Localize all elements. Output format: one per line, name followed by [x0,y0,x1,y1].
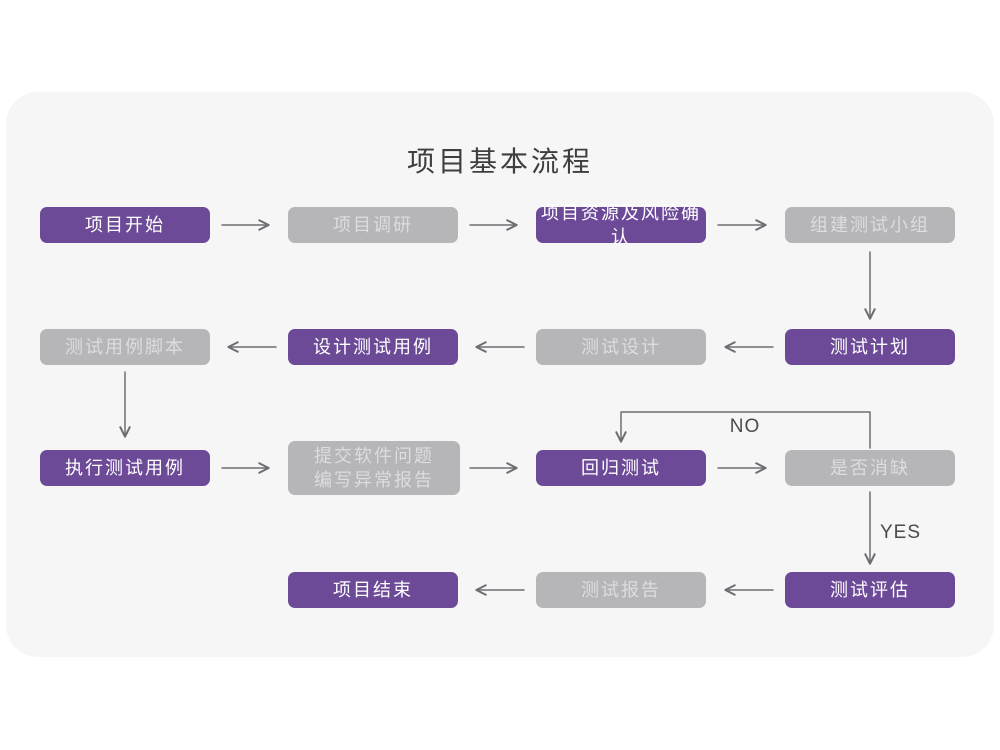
edge-label-yes: YES [880,522,922,543]
flow-node-test-plan: 测试计划 [785,329,955,365]
flow-node-test-case-script: 测试用例脚本 [40,329,210,365]
flow-node-project-end: 项目结束 [288,572,458,608]
flow-node-test-report: 测试报告 [536,572,706,608]
edge-label-no: NO [729,416,761,437]
flow-node-test-design: 测试设计 [536,329,706,365]
flow-node-build-test-team: 组建测试小组 [785,207,955,243]
flow-node-defect-cleared: 是否消缺 [785,450,955,486]
flow-node-resource-risk-confirm: 项目资源及风险确认 [536,203,706,247]
flow-node-project-start: 项目开始 [40,207,210,243]
diagram-title: 项目基本流程 [406,146,593,177]
flow-node-test-evaluation: 测试评估 [785,572,955,608]
flow-node-submit-issue-report: 提交软件问题 编写异常报告 [288,441,460,495]
flow-node-design-test-cases: 设计测试用例 [288,329,458,365]
diagram-card [6,92,994,657]
flow-node-project-research: 项目调研 [288,207,458,243]
flow-node-regression-test: 回归测试 [536,450,706,486]
flow-node-run-test-cases: 执行测试用例 [40,450,210,486]
